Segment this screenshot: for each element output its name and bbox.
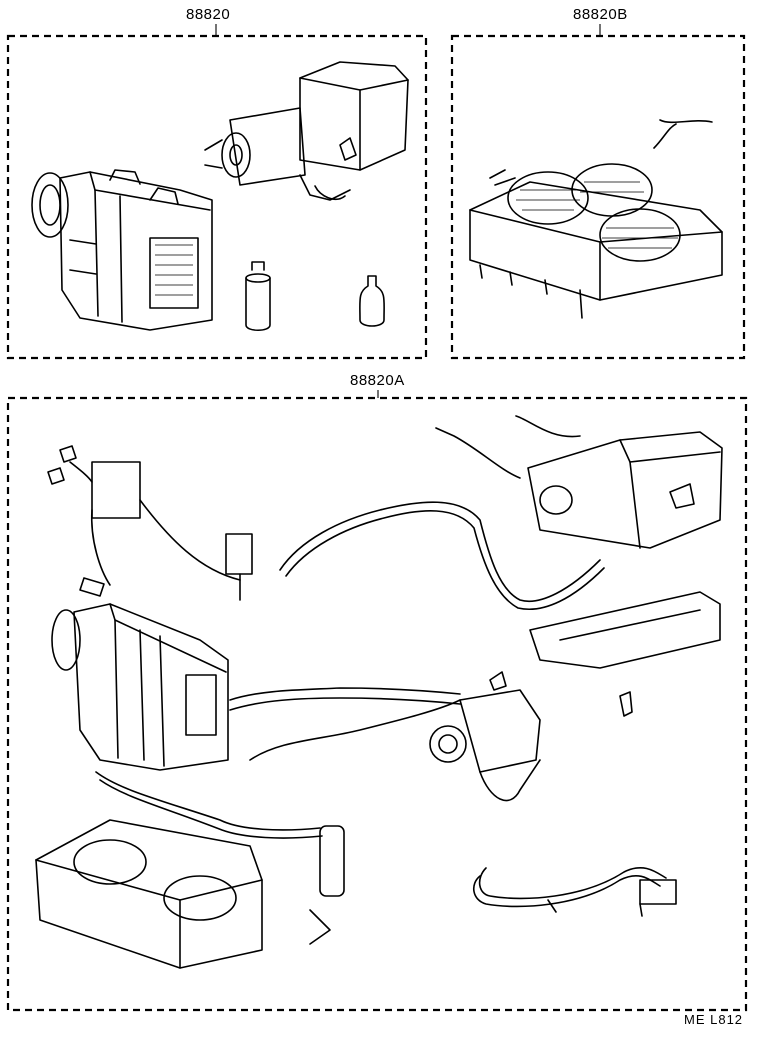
- cover-plate-drawing: [529, 591, 721, 717]
- group-frame-88820a: [6, 396, 748, 1012]
- part-number-88820b: 88820B: [573, 6, 628, 23]
- part-number-88820a: 88820A: [350, 372, 405, 389]
- condenser-assembly-drawing: [35, 819, 345, 969]
- refrigerant-piping-drawing: [95, 501, 605, 839]
- wire-harness-drawing: [47, 445, 253, 601]
- group-frame-88820b: [450, 34, 746, 360]
- heater-assembly-drawing: [51, 603, 229, 771]
- liquid-hose-drawing: [473, 867, 677, 917]
- compressor-drawing: [429, 671, 541, 802]
- blower-unit-drawing: [31, 169, 213, 331]
- group-frame-88820: [6, 34, 428, 360]
- bottle-drawing: [359, 275, 385, 327]
- part-number-88820: 88820: [186, 6, 231, 23]
- evaporator-unit-drawing: [204, 61, 409, 201]
- evaporator-assembly-drawing: [435, 415, 723, 549]
- receiver-drawing: [245, 261, 271, 332]
- diagram-code: ME L812: [684, 1012, 744, 1027]
- condenser-fan-drawing: [469, 119, 723, 319]
